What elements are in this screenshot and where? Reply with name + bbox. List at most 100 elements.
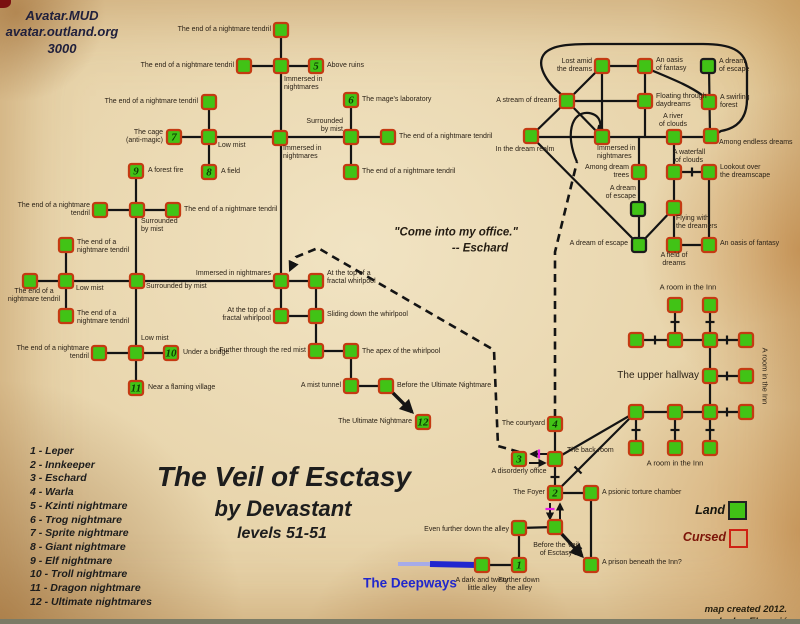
room-node	[91, 201, 109, 219]
room-node	[665, 236, 683, 254]
deepways-passage-line	[429, 561, 478, 568]
room-node	[377, 377, 395, 395]
deepways-label: The Deepways	[363, 575, 457, 591]
bottom-border-strip	[0, 619, 800, 624]
room-node	[701, 296, 719, 314]
room-node	[636, 57, 654, 75]
teleport-path	[288, 246, 520, 454]
room-node	[272, 307, 290, 325]
room-node	[666, 331, 684, 349]
room-number: 5	[313, 61, 319, 73]
door-tick	[573, 465, 583, 475]
room-node	[701, 331, 719, 349]
room-node	[546, 484, 564, 502]
room-node	[307, 307, 325, 325]
door-tick	[573, 546, 583, 556]
room-node	[702, 127, 720, 145]
one-way-arrow	[389, 389, 415, 415]
room-node	[699, 57, 717, 75]
room-node	[127, 379, 145, 397]
room-node	[700, 163, 718, 181]
room-number: 8	[206, 167, 212, 179]
map-curve-edge	[540, 42, 749, 136]
map-edge	[553, 410, 638, 461]
legend-item: 9 - Elf nightmare	[30, 554, 113, 567]
room-node	[510, 556, 528, 574]
room-node	[272, 57, 290, 75]
map-curve-edge	[649, 68, 704, 97]
map-edge	[553, 410, 638, 495]
room-node	[737, 367, 755, 385]
legend-item: 2 - Innkeeper	[30, 458, 95, 471]
legend-item: 6 - Trog nightmare	[30, 513, 122, 526]
room-node	[414, 413, 432, 431]
room-node	[636, 92, 654, 110]
room-node	[666, 296, 684, 314]
room-node	[630, 163, 648, 181]
legend-item: 8 - Giant nightmare	[30, 540, 126, 553]
room-node	[165, 128, 183, 146]
room-node	[582, 556, 600, 574]
room-node	[272, 272, 290, 290]
room-node	[737, 331, 755, 349]
map-title: The Veil of Esctasy	[156, 461, 412, 492]
eschard-quote-attribution: -- Eschard	[451, 242, 509, 255]
room-number: 11	[131, 383, 141, 395]
room-number: 2	[551, 488, 558, 500]
room-node	[700, 236, 718, 254]
legend-item: 1 - Leper	[30, 445, 74, 457]
room-node	[510, 519, 528, 537]
room-node	[57, 236, 75, 254]
room-node	[627, 331, 645, 349]
room-number: 7	[171, 132, 177, 144]
room-node	[627, 403, 645, 421]
room-node	[666, 439, 684, 457]
room-node	[701, 367, 719, 385]
room-node	[629, 200, 647, 218]
room-number: 9	[133, 166, 139, 178]
room-node	[164, 201, 182, 219]
one-way-arrow	[557, 529, 584, 559]
teleport-path	[553, 161, 579, 417]
legend-item: 11 - Dragon nightmare	[30, 582, 141, 595]
room-number: 4	[551, 419, 558, 431]
legend-item: 5 - Kzinti nightmare	[30, 499, 128, 512]
room-node	[665, 163, 683, 181]
room-node	[342, 128, 360, 146]
room-node	[630, 236, 648, 254]
room-node	[200, 163, 218, 181]
room-node	[57, 272, 75, 290]
map-author: by Devastant	[214, 496, 352, 521]
room-node	[235, 57, 253, 75]
mud-header: Avatar.MUD avatar.outland.org 3000	[5, 8, 119, 56]
legend-item: 10 - Troll nightmare	[30, 568, 128, 581]
eschard-quote: "Come into my office."	[394, 226, 518, 239]
legend-land-label: Land	[695, 503, 725, 517]
room-node	[546, 415, 564, 433]
legend-item: 4 - Warla	[30, 486, 74, 499]
room-node	[582, 484, 600, 502]
room-node	[200, 128, 218, 146]
room-node	[546, 450, 564, 468]
room-node	[342, 163, 360, 181]
room-node	[307, 272, 325, 290]
room-node	[593, 128, 611, 146]
room-node	[271, 129, 289, 147]
room-node	[379, 128, 397, 146]
room-node	[546, 518, 564, 536]
legend-land-swatch	[728, 501, 747, 520]
room-node	[128, 272, 146, 290]
room-node	[21, 272, 39, 290]
room-node	[627, 439, 645, 457]
room-node	[701, 439, 719, 457]
room-node	[127, 344, 145, 362]
room-number: 6	[348, 95, 354, 107]
room-node	[473, 556, 491, 574]
legend-item: 12 - Ultimate nightmares	[30, 595, 152, 608]
room-node	[558, 92, 576, 110]
map-levels: levels 51-51	[237, 525, 327, 542]
legend-cursed-swatch	[729, 529, 748, 548]
loop-arrow	[569, 111, 606, 163]
